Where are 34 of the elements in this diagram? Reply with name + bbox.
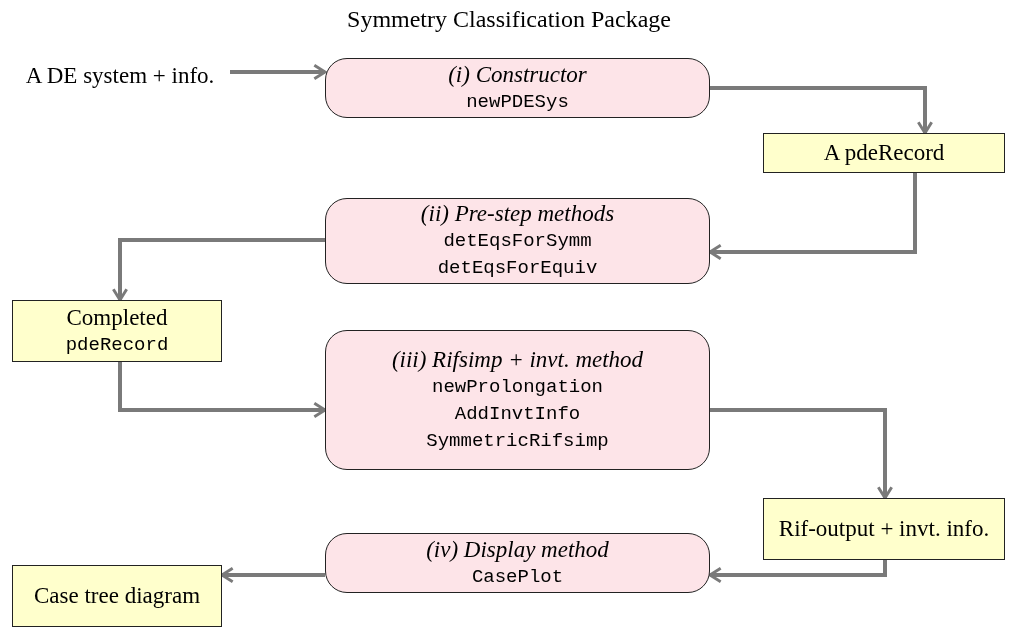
method-name: newProlongation: [432, 374, 603, 400]
method-name: detEqsForEquiv: [437, 256, 598, 281]
arrow: [111, 238, 325, 302]
box-label: (i) Constructor: [448, 60, 587, 89]
box-label: (ii) Pre-step methods: [420, 200, 615, 228]
data-box: [763, 133, 1005, 173]
arrow: [220, 566, 325, 584]
process-box: [325, 58, 710, 118]
process-box: [325, 198, 710, 284]
box-label: (iv) Display method: [426, 535, 609, 564]
arrow: [708, 173, 917, 261]
arrow: [118, 362, 327, 419]
box-label: A pdeRecord: [823, 139, 945, 167]
arrow: [710, 408, 894, 500]
box-label: Rif-output + invt. info.: [778, 515, 990, 543]
data-box: [12, 300, 222, 362]
method-name: detEqsForSymm: [443, 229, 592, 254]
input-label: A DE system + info.: [25, 62, 215, 90]
method-name: newPDESys: [466, 89, 569, 115]
arrow: [708, 560, 887, 584]
box-label: Case tree diagram: [34, 582, 200, 610]
box-label: Completed: [66, 303, 168, 332]
process-box: [325, 330, 710, 470]
method-name: AddInvtInfo: [454, 401, 581, 427]
method-name: pdeRecord: [65, 332, 169, 358]
process-box: [325, 533, 710, 593]
arrow: [230, 63, 327, 81]
diagram-title: Symmetry Classification Package: [346, 6, 672, 33]
box-label: (iii) Rifsimp + invt. method: [391, 345, 644, 374]
method-name: CasePlot: [471, 564, 564, 590]
data-box: [763, 498, 1005, 560]
method-name: SymmetricRifsimp: [426, 428, 609, 454]
data-box: [12, 565, 222, 627]
arrow: [710, 86, 934, 135]
